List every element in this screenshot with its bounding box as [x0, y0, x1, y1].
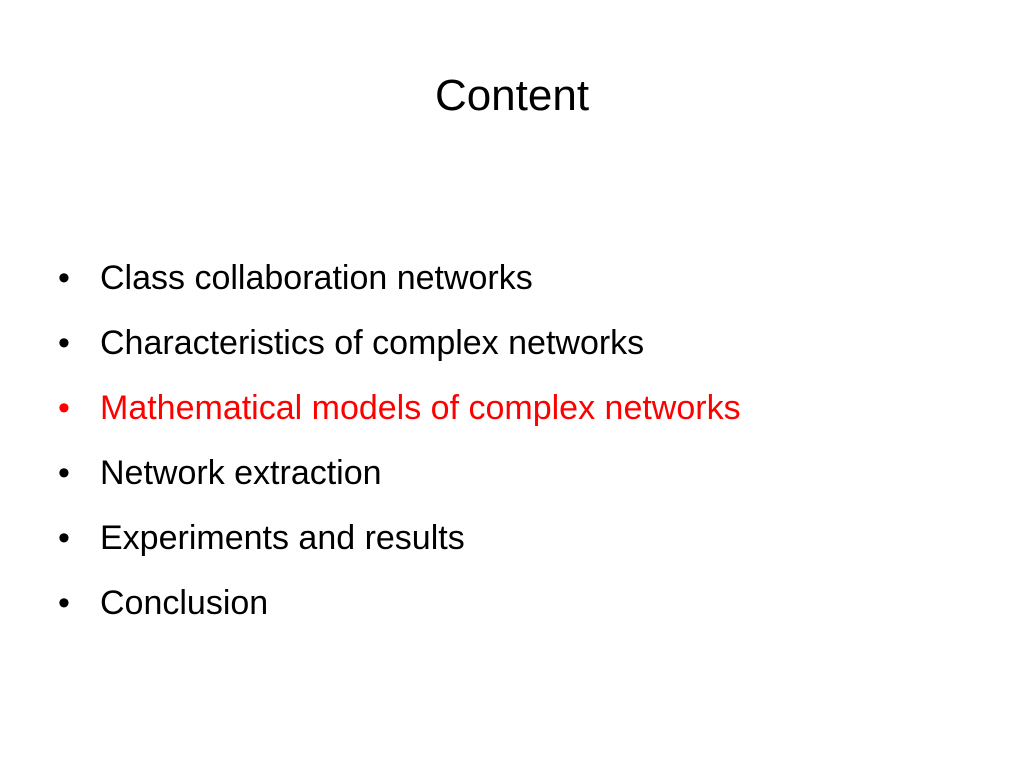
bullet-icon: •: [58, 454, 70, 492]
bullet-list: • Class collaboration networks • Charact…: [58, 246, 998, 636]
bullet-text: Conclusion: [100, 584, 269, 622]
bullet-item: • Network extraction: [58, 441, 998, 506]
slide-title: Content: [434, 71, 590, 120]
bullet-text: Class collaboration networks: [100, 259, 533, 297]
bullet-icon: •: [58, 324, 70, 362]
bullet-item: • Experiments and results: [58, 506, 998, 571]
bullet-text: Characteristics of complex networks: [100, 324, 645, 362]
bullet-icon: •: [58, 584, 70, 622]
bullet-item: • Characteristics of complex networks: [58, 311, 998, 376]
bullet-item: • Mathematical models of complex network…: [58, 376, 998, 441]
bullet-icon: •: [58, 389, 70, 427]
bullet-item: • Conclusion: [58, 571, 998, 636]
bullet-item: • Class collaboration networks: [58, 246, 998, 311]
bullet-icon: •: [58, 259, 70, 297]
bullet-text: Network extraction: [100, 454, 382, 492]
bullet-text: Mathematical models of complex networks: [100, 389, 741, 427]
bullet-text: Experiments and results: [100, 519, 465, 557]
bullet-icon: •: [58, 519, 70, 557]
